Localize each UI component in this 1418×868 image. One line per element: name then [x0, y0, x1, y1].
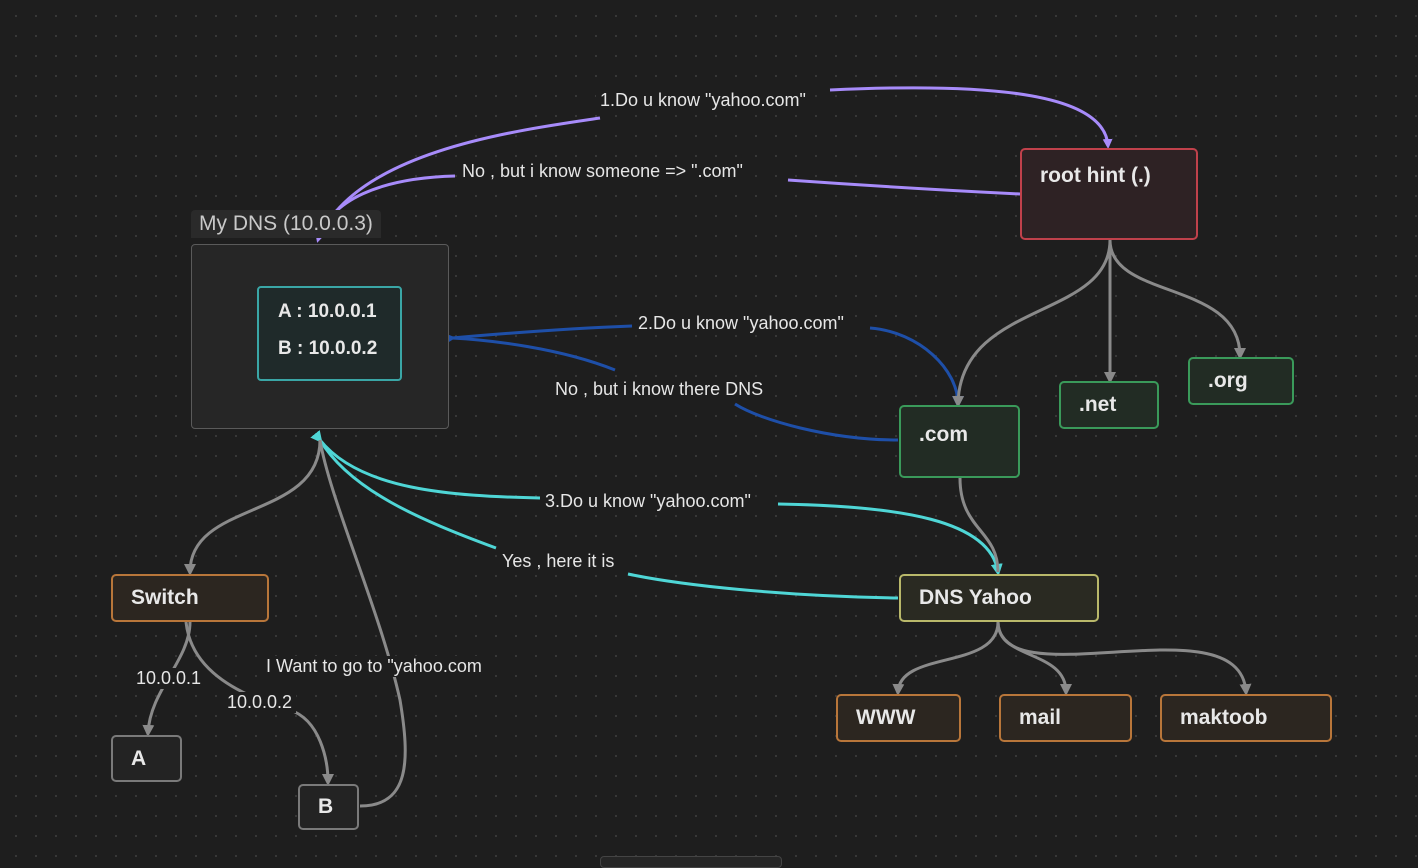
- my-dns-group-label: My DNS (10.0.0.3): [191, 210, 381, 238]
- node-b[interactable]: B: [298, 784, 359, 830]
- edge-yahoo-mail: [996, 621, 1072, 696]
- edge-label-r3: Yes , here it is: [498, 551, 619, 572]
- edge-q2b: [869, 326, 964, 408]
- node-org[interactable]: .org: [1188, 357, 1294, 405]
- node-net[interactable]: .net: [1059, 381, 1159, 429]
- node-com[interactable]: .com: [899, 405, 1020, 478]
- edge-yahoo-maktoob: [996, 621, 1252, 696]
- node-dns-yahoo[interactable]: DNS Yahoo: [899, 574, 1099, 622]
- edge-yahoo-www: [892, 621, 1000, 696]
- edge-root-com: [952, 239, 1112, 408]
- edge-r3b: [318, 439, 497, 550]
- edge-q1b: [829, 86, 1113, 149]
- edge-label-q3: 3.Do u know "yahoo.com": [541, 491, 755, 512]
- node-a[interactable]: A: [111, 735, 182, 782]
- dns-records-card[interactable]: A : 10.0.0.1 B : 10.0.0.2: [257, 286, 402, 381]
- edge-r1: [787, 178, 1021, 196]
- edge-label-ip-b: 10.0.0.2: [223, 692, 297, 713]
- node-maktoob[interactable]: maktoob: [1160, 694, 1332, 742]
- edge-b-dns: [318, 439, 407, 808]
- record-b: B : 10.0.0.2: [278, 338, 378, 359]
- edge-com-yahoo: [958, 477, 1000, 573]
- edge-dns-switch: [184, 439, 322, 576]
- edge-q3b: [777, 502, 1003, 576]
- node-root-hint[interactable]: root hint (.): [1020, 148, 1198, 240]
- edge-r2: [734, 402, 899, 442]
- edge-r3: [627, 572, 899, 600]
- edge-label-q1: 1.Do u know "yahoo.com": [596, 90, 810, 111]
- edge-label-q2: 2.Do u know "yahoo.com": [634, 313, 848, 334]
- edge-r2b: [451, 336, 616, 372]
- edge-q2: [443, 324, 633, 345]
- record-a: A : 10.0.0.1: [278, 301, 377, 322]
- my-dns-group[interactable]: A : 10.0.0.1 B : 10.0.0.2: [191, 244, 449, 429]
- edge-label-ip-a: 10.0.0.1: [132, 668, 206, 689]
- edge-label-r1: No , but i know someone => ".com": [458, 161, 747, 182]
- edge-root-org: [1108, 239, 1246, 360]
- node-www[interactable]: WWW: [836, 694, 961, 742]
- edge-q3: [310, 430, 541, 500]
- node-switch[interactable]: Switch: [111, 574, 269, 622]
- node-mail[interactable]: mail: [999, 694, 1132, 742]
- bottom-panel-tab[interactable]: [600, 856, 782, 868]
- edge-label-r2: No , but i know there DNS: [551, 379, 768, 400]
- edge-label-want: I Want to go to "yahoo.com: [262, 656, 486, 677]
